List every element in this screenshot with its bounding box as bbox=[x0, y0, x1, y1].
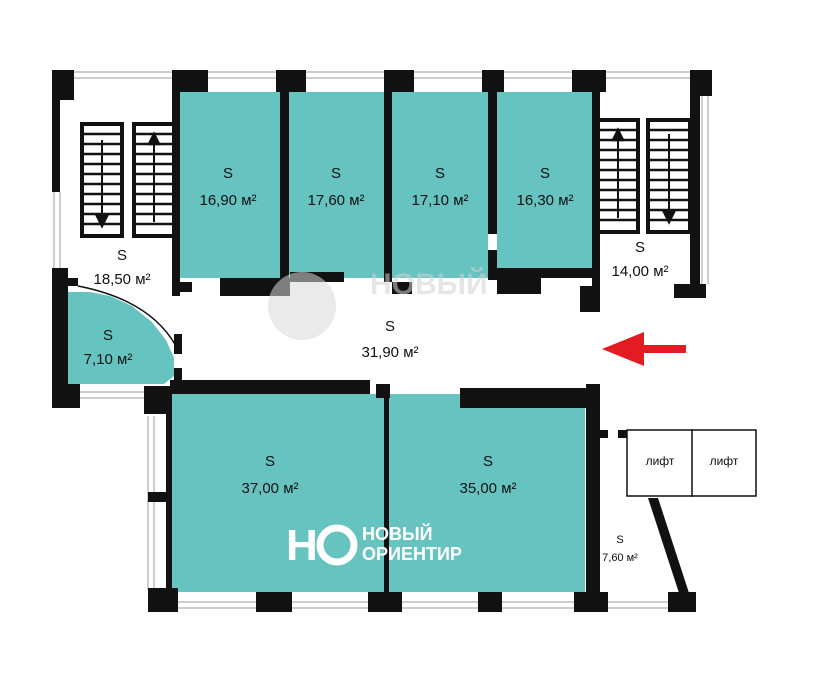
lift-box-2 bbox=[691, 429, 757, 497]
room-letter-office-3: S bbox=[435, 165, 445, 182]
room-area-office-5: 37,00 м² bbox=[241, 480, 298, 497]
room-fills bbox=[68, 92, 592, 592]
room-area-office-2: 17,60 м² bbox=[307, 192, 364, 209]
room-letter-office-6: S bbox=[483, 453, 493, 470]
room-letter-small-room: S bbox=[103, 327, 113, 344]
room-letter-office-5: S bbox=[265, 453, 275, 470]
lift-hall-wall bbox=[648, 498, 690, 596]
lift-label-1: лифт bbox=[646, 454, 675, 468]
room-fill-office-4 bbox=[497, 92, 592, 268]
room-letter-lift-hall: S bbox=[616, 534, 623, 546]
room-labels: S 18,50 м² S 16,90 м² S 17,60 м² S 17,10 м² S 16,… bbox=[84, 165, 669, 564]
room-letter-corridor: S bbox=[385, 318, 395, 335]
room-area-corridor: 31,90 м² bbox=[361, 344, 418, 361]
room-area-office-3: 17,10 м² bbox=[411, 192, 468, 209]
room-area-office-1: 16,90 м² bbox=[199, 192, 256, 209]
logo-mark-o-icon bbox=[316, 524, 358, 566]
door-arc bbox=[77, 285, 177, 347]
room-fill-small-room bbox=[68, 292, 174, 384]
room-letter-stair-left: S bbox=[117, 247, 127, 264]
room-letter-office-4: S bbox=[540, 165, 550, 182]
room-area-stair-left: 18,50 м² bbox=[93, 271, 150, 288]
room-area-office-6: 35,00 м² bbox=[459, 480, 516, 497]
room-fill-office-3 bbox=[392, 92, 488, 278]
watermark-logo-icon bbox=[268, 272, 336, 340]
room-area-office-4: 16,30 м² bbox=[516, 192, 573, 209]
room-letter-office-2: S bbox=[331, 165, 341, 182]
room-area-lift-hall: 7,60 м² bbox=[602, 552, 638, 564]
watermark-text: НОВЫЙ bbox=[370, 267, 488, 301]
room-fill-office-1 bbox=[180, 92, 280, 278]
brand-logo: Н НОВЫЙ ОРИЕНТИР bbox=[286, 521, 462, 570]
stairs-left bbox=[80, 122, 176, 238]
room-fill-office-2 bbox=[289, 92, 384, 278]
room-area-stair-right: 14,00 м² bbox=[611, 263, 668, 280]
stairs-right bbox=[596, 118, 692, 234]
room-area-small-room: 7,10 м² bbox=[84, 351, 133, 368]
lifts: лифт лифт bbox=[626, 429, 757, 497]
logo-mark-h: Н bbox=[286, 521, 318, 570]
logo-line-2: ОРИЕНТИР bbox=[362, 544, 462, 564]
logo-line-1: НОВЫЙ bbox=[362, 523, 433, 544]
room-letter-office-1: S bbox=[223, 165, 233, 182]
windows bbox=[53, 71, 709, 609]
entrance-arrow-icon bbox=[602, 332, 686, 366]
lift-label-2: лифт bbox=[710, 454, 739, 468]
room-fill-office-6 bbox=[388, 394, 585, 592]
watermark: НОВЫЙ bbox=[268, 267, 488, 340]
room-letter-stair-right: S bbox=[635, 239, 645, 256]
